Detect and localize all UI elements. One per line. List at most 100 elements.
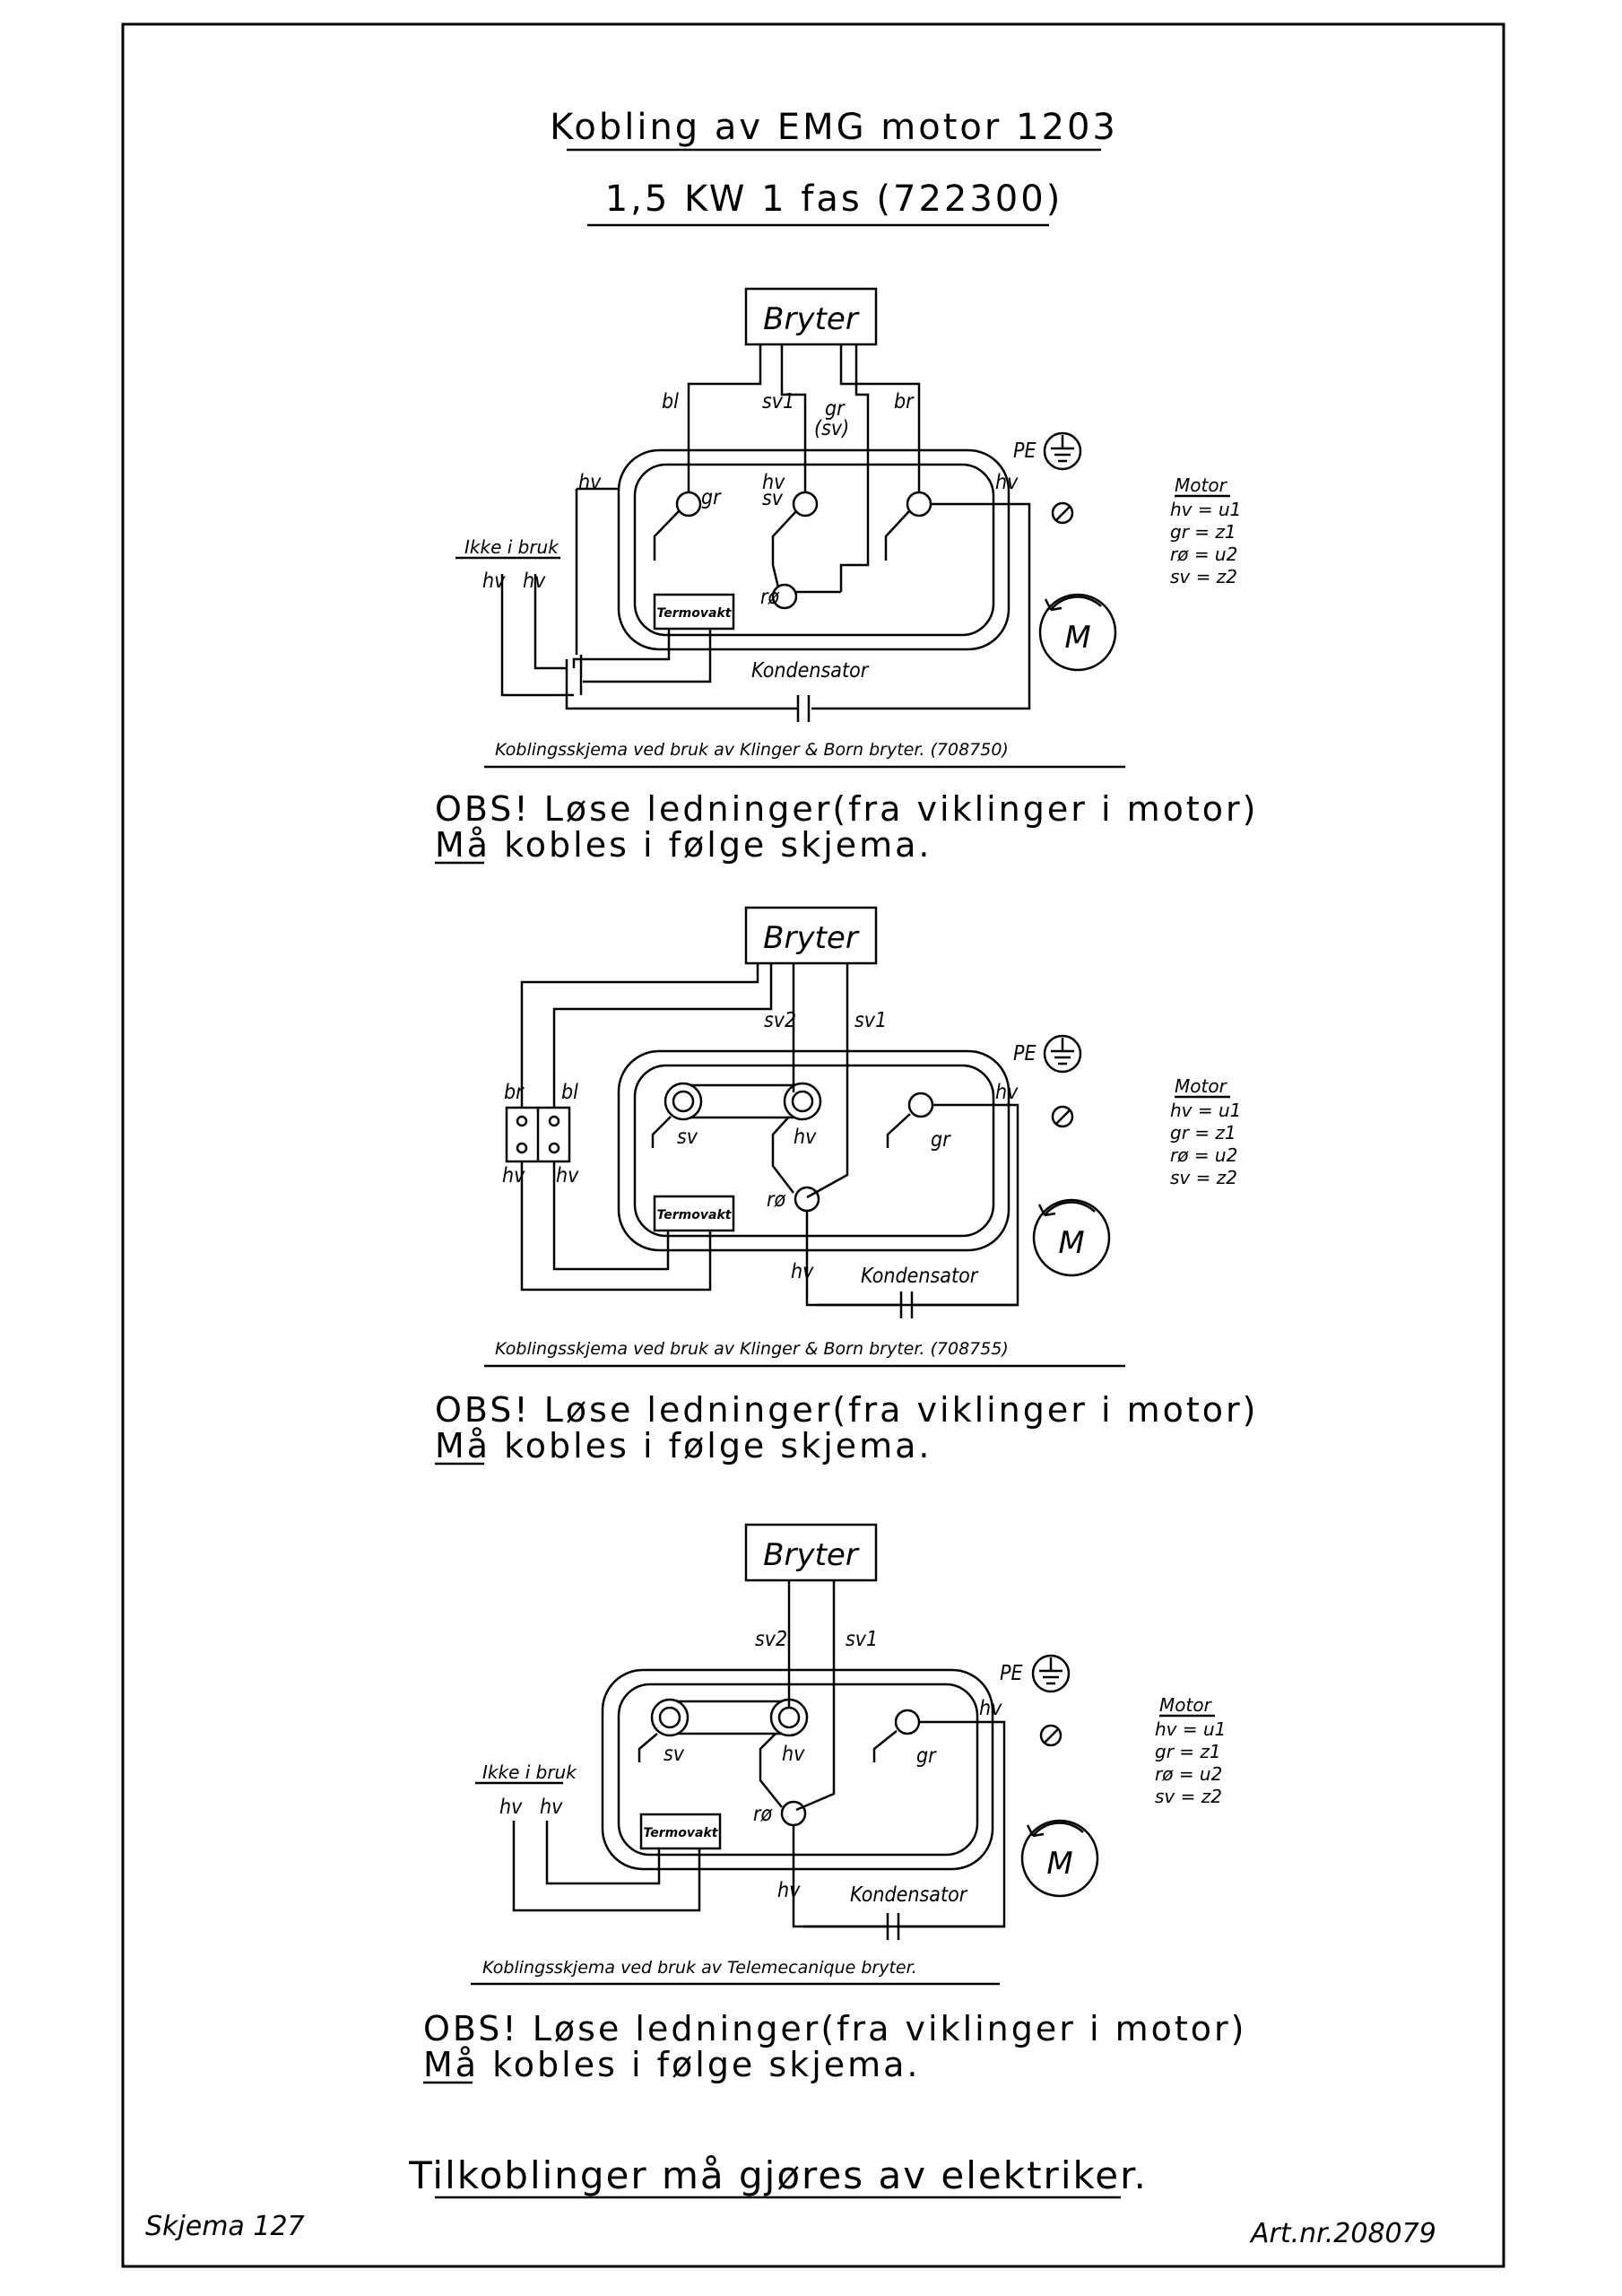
svg-text:hv: hv	[995, 471, 1019, 494]
svg-text:sv: sv	[762, 487, 784, 510]
svg-text:br: br	[504, 1081, 525, 1104]
svg-text:gr: gr	[931, 1128, 951, 1152]
svg-text:sv2: sv2	[755, 1628, 787, 1651]
svg-text:hv = u1: hv = u1	[1155, 1718, 1226, 1740]
svg-text:Termovakt: Termovakt	[657, 1208, 733, 1222]
svg-text:M: M	[1046, 1846, 1072, 1882]
svg-text:M: M	[1058, 1225, 1084, 1261]
terminal-ro	[771, 583, 798, 610]
svg-text:M: M	[1064, 620, 1090, 656]
svg-text:PE: PE	[1000, 1662, 1023, 1685]
svg-text:hv: hv	[502, 1164, 525, 1187]
svg-text:rø: rø	[767, 1188, 786, 1212]
svg-text:Bryter: Bryter	[763, 1537, 860, 1573]
svg-text:sv: sv	[677, 1126, 698, 1149]
svg-text:hv: hv	[556, 1164, 579, 1187]
terminal-box-inner	[617, 1683, 979, 1857]
svg-text:Kondensator: Kondensator	[850, 1883, 968, 1907]
svg-text:hv: hv	[578, 471, 602, 494]
svg-text:gr = z1: gr = z1	[1170, 521, 1236, 543]
terminal-box-inner	[633, 463, 995, 637]
svg-text:sv1: sv1	[846, 1628, 878, 1651]
bryter-label: Bryter	[763, 301, 860, 337]
svg-text:sv1: sv1	[762, 390, 794, 413]
diagram-3: Bryter Termovakt sv2 sv1 Ikke i bruk hv …	[423, 1523, 1246, 2084]
svg-text:hv: hv	[777, 1879, 801, 1902]
svg-text:Må kobles i følge skjema.: Må kobles i følge skjema.	[435, 825, 932, 865]
svg-text:hv: hv	[995, 1081, 1019, 1104]
svg-text:rø: rø	[753, 1803, 773, 1826]
svg-text:Kondensator: Kondensator	[861, 1265, 979, 1288]
diagram-1: Bryter Termovakt	[435, 287, 1258, 865]
svg-text:hv = u1: hv = u1	[1170, 499, 1241, 520]
termovakt-box	[653, 593, 735, 631]
svg-text:hv: hv	[794, 1126, 817, 1149]
svg-text:gr: gr	[701, 486, 722, 509]
svg-text:PE: PE	[1013, 1042, 1037, 1065]
terminal-hv-sv	[792, 491, 819, 517]
svg-text:sv = z2: sv = z2	[1170, 566, 1237, 587]
svg-text:gr = z1: gr = z1	[1170, 1122, 1236, 1144]
obs-note: OBS! Løse ledninger(fra viklinger i moto…	[423, 2009, 1246, 2048]
footer-right: Art.nr.208079	[1249, 2218, 1436, 2249]
svg-text:bl: bl	[662, 390, 679, 413]
svg-text:PE: PE	[1013, 439, 1037, 463]
svg-text:Motor: Motor	[1159, 1694, 1213, 1716]
svg-text:gr: gr	[825, 397, 846, 421]
page-title: Kobling av EMG motor 1203	[550, 107, 1118, 148]
page-border	[121, 22, 1505, 2268]
footer-left: Skjema 127	[145, 2211, 305, 2242]
svg-text:rø = u2: rø = u2	[1170, 1144, 1237, 1166]
terminal-box-outer	[617, 448, 1010, 651]
diagram-2: Bryter Termovakt sv2	[435, 906, 1258, 1465]
svg-text:hv: hv	[523, 570, 546, 593]
svg-text:rø = u2: rø = u2	[1170, 544, 1237, 565]
svg-text:rø = u2: rø = u2	[1155, 1763, 1222, 1785]
svg-text:Termovakt: Termovakt	[644, 1826, 719, 1840]
svg-text:Bryter: Bryter	[763, 920, 860, 956]
terminal-gr	[675, 491, 702, 517]
bryter-box	[744, 287, 878, 346]
svg-text:sv: sv	[664, 1743, 685, 1766]
svg-text:gr: gr	[916, 1744, 937, 1768]
termovakt-label: Termovakt	[657, 606, 733, 621]
svg-text:Motor: Motor	[1175, 474, 1228, 496]
svg-text:Kondensator: Kondensator	[751, 659, 870, 683]
svg-text:Motor: Motor	[1175, 1075, 1228, 1097]
page-subtitle: 1,5 KW 1 fas (722300)	[605, 178, 1063, 220]
bryter-box	[744, 906, 878, 965]
bryter-box	[744, 1523, 878, 1582]
svg-text:hv: hv	[782, 1743, 805, 1766]
svg-text:hv: hv	[762, 471, 785, 494]
motor-symbol	[1032, 1198, 1111, 1277]
svg-text:br: br	[894, 390, 915, 413]
svg-text:rø: rø	[760, 586, 780, 609]
svg-text:Ikke i bruk: Ikke i bruk	[464, 536, 559, 558]
obs-note: OBS! Løse ledninger(fra viklinger i moto…	[435, 1390, 1258, 1430]
svg-text:hv: hv	[499, 1796, 523, 1819]
diagram-caption: Koblingsskjema ved bruk av Klinger & Bor…	[495, 1339, 1009, 1359]
diagram-caption: Koblingsskjema ved bruk av Klinger & Bor…	[495, 740, 1009, 760]
svg-text:sv = z2: sv = z2	[1155, 1786, 1222, 1807]
terminal-br	[906, 491, 932, 517]
svg-text:sv = z2: sv = z2	[1170, 1167, 1237, 1188]
svg-text:sv1: sv1	[854, 1009, 887, 1032]
terminal-box-outer	[617, 1049, 1010, 1252]
svg-text:sv2: sv2	[764, 1009, 796, 1032]
final-note: Tilkoblinger må gjøres av elektriker.	[408, 2153, 1148, 2197]
svg-text:hv: hv	[482, 570, 506, 593]
svg-text:Ikke i bruk: Ikke i bruk	[482, 1761, 577, 1783]
diagram-caption: Koblingsskjema ved bruk av Telemecanique…	[482, 1958, 917, 1978]
svg-text:hv: hv	[540, 1796, 563, 1819]
terminal-box-outer	[601, 1668, 994, 1871]
svg-text:(sv): (sv)	[814, 417, 849, 440]
svg-text:Må kobles i følge skjema.: Må kobles i følge skjema.	[423, 2045, 921, 2084]
motor-symbol	[1038, 593, 1117, 672]
svg-text:bl: bl	[561, 1081, 578, 1104]
obs-note: OBS! Løse ledninger(fra viklinger i moto…	[435, 789, 1258, 829]
terminal-box-inner	[633, 1064, 995, 1238]
svg-text:gr = z1: gr = z1	[1155, 1741, 1221, 1762]
svg-text:hv: hv	[979, 1697, 1002, 1720]
svg-text:Må kobles i følge skjema.: Må kobles i følge skjema.	[435, 1426, 932, 1465]
